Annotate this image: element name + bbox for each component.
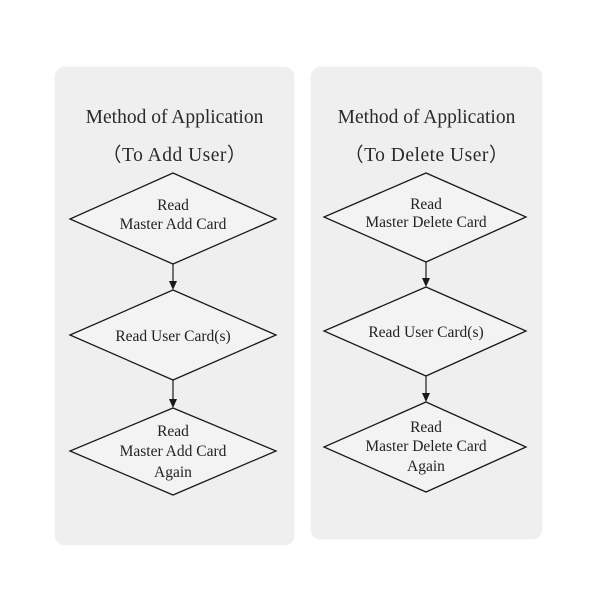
arrow-2-head	[169, 399, 177, 408]
card-title: Method of Application	[85, 107, 264, 128]
step-3-diamond	[322, 401, 528, 493]
step-1-line-1: Read	[410, 196, 442, 213]
step-1-line-1: Read	[157, 197, 189, 214]
arrow-2-head	[422, 393, 430, 402]
card-title: Method of Application	[337, 107, 516, 128]
step-2-line-1: Read User Card(s)	[115, 328, 230, 345]
arrow-1-head	[422, 278, 430, 287]
step-3-diamond	[68, 407, 278, 496]
step-3-line-2: Master Delete Card	[365, 438, 487, 455]
add-user-card: Method of Application （To Add User） Read…	[55, 67, 294, 545]
arrow-1-head	[169, 281, 177, 290]
step-3-line-1: Read	[157, 423, 189, 440]
step-3-line-3: Again	[407, 458, 445, 475]
card-subtitle: （To Add User）	[102, 145, 247, 166]
delete-user-card: Method of Application （To Delete User） R…	[311, 67, 542, 539]
add-user-flowchart: Read Master Add Card Read User Card(s) R…	[68, 172, 278, 496]
step-1-line-2: Master Add Card	[120, 216, 227, 233]
step-3-line-2: Master Add Card	[120, 443, 227, 460]
card-subtitle: （To Delete User）	[344, 145, 509, 166]
delete-user-flowchart: Read Master Delete Card Read User Card(s…	[322, 172, 528, 493]
step-3-line-3: Again	[154, 464, 192, 481]
step-2-line-1: Read User Card(s)	[368, 324, 483, 341]
step-3-line-1: Read	[410, 419, 442, 436]
step-1-line-2: Master Delete Card	[365, 214, 487, 231]
